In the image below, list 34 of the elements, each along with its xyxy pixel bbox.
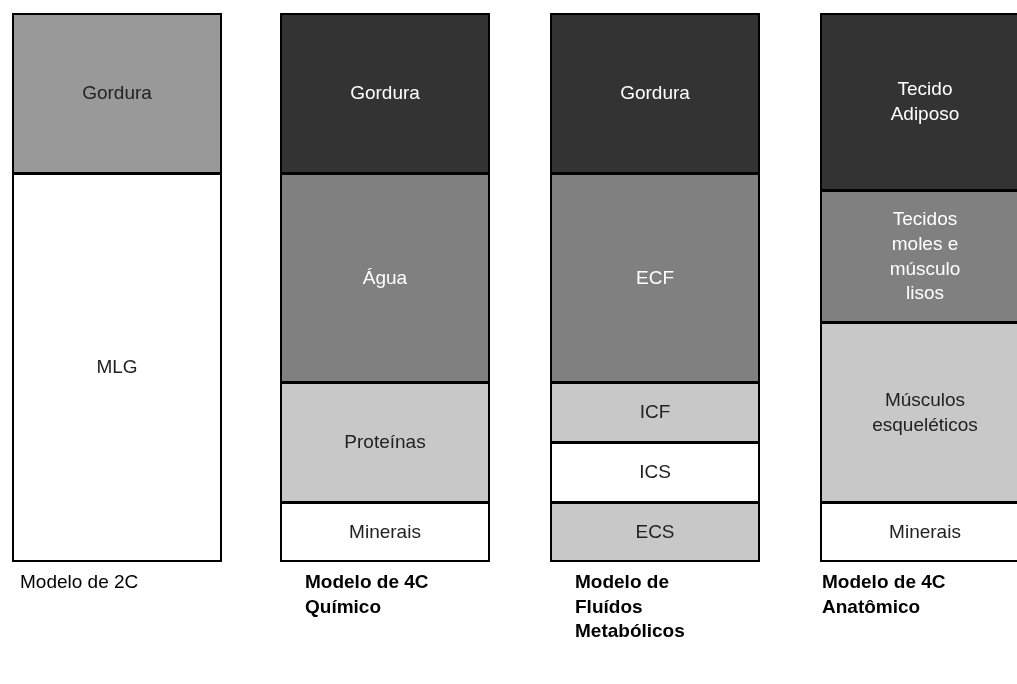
model-caption: Modelo de Fluídos Metabólicos bbox=[575, 570, 685, 644]
component-label: Proteínas bbox=[344, 430, 426, 455]
body-component-block bbox=[820, 322, 1017, 503]
model-caption: Modelo de 2C bbox=[20, 570, 140, 594]
body-component-block bbox=[550, 13, 760, 174]
component-label: Gordura bbox=[82, 81, 152, 106]
component-label: MLG bbox=[96, 355, 138, 380]
model-caption: Modelo de 4C Químico bbox=[305, 570, 430, 619]
body-component-block bbox=[280, 382, 490, 503]
body-component-block bbox=[12, 173, 222, 562]
component-label: ICF bbox=[639, 400, 671, 425]
body-component-block bbox=[820, 190, 1017, 323]
body-component-block bbox=[280, 502, 490, 562]
body-component-block bbox=[820, 13, 1017, 191]
component-label: Tecidos moles e músculo lisos bbox=[888, 207, 962, 306]
component-label: Água bbox=[362, 265, 408, 290]
component-label: Tecido Adiposo bbox=[889, 77, 961, 126]
component-label: Minerais bbox=[349, 519, 421, 544]
body-component-block bbox=[280, 13, 490, 174]
body-component-block bbox=[550, 173, 760, 383]
model-caption: Modelo de 4C Anatômico bbox=[822, 570, 947, 619]
component-label: ECF bbox=[636, 265, 674, 290]
component-label: Gordura bbox=[620, 81, 690, 106]
body-component-block bbox=[550, 502, 760, 562]
body-component-block bbox=[12, 13, 222, 174]
component-label: ECS bbox=[635, 519, 675, 544]
component-label: ICS bbox=[639, 460, 671, 485]
component-label: Minerais bbox=[889, 519, 961, 544]
body-component-block bbox=[550, 442, 760, 503]
body-component-block bbox=[280, 173, 490, 383]
component-label: Músculos esqueléticos bbox=[871, 387, 979, 437]
component-label: Gordura bbox=[350, 81, 420, 106]
body-component-block bbox=[550, 382, 760, 443]
body-component-block bbox=[820, 502, 1017, 562]
